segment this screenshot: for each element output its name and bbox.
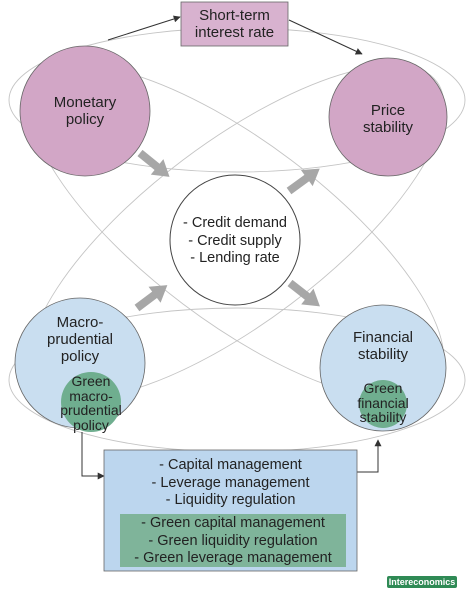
arrow-macro-to-center bbox=[134, 285, 168, 312]
credit-demand-item: - Credit demand bbox=[183, 215, 287, 231]
credit-supply-item: - Credit supply bbox=[188, 232, 282, 249]
green-tools-list: - Green capital management - Green liqui… bbox=[120, 515, 346, 568]
green-financial-stability-label: Green financial stability bbox=[357, 380, 409, 425]
capital-management-item: - Capital management bbox=[159, 457, 302, 473]
short-term-rate-box bbox=[180, 1, 289, 47]
monetary-policy-label: Monetary policy bbox=[53, 94, 117, 128]
green-macroprudential-label: Green macro- prudential policy bbox=[60, 373, 122, 433]
arrow-center-to-price bbox=[286, 168, 320, 195]
green-financial-stability-circle bbox=[359, 380, 407, 428]
monetary-policy-circle bbox=[19, 45, 151, 177]
thick-arrows bbox=[134, 149, 320, 312]
arrow-macro-to-tools bbox=[81, 432, 105, 480]
liquidity-regulation-item: - Liquidity regulation bbox=[165, 492, 296, 508]
short-term-rate-label: Short-term interest rate bbox=[194, 7, 275, 41]
green-capital-management-item: - Green capital management bbox=[141, 515, 325, 531]
financial-stability-circle bbox=[319, 304, 447, 432]
leverage-management-item: - Leverage management bbox=[151, 474, 310, 491]
green-leverage-management-item: - Green leverage management bbox=[134, 550, 332, 566]
arrow-monetary-to-center bbox=[137, 149, 170, 177]
macroprudential-label: Macro- prudential policy bbox=[47, 314, 113, 365]
transmission-list: - Credit demand - Credit supply - Lendin… bbox=[170, 215, 300, 268]
arrow-center-to-financial bbox=[287, 279, 320, 307]
intereconomics-logo: Intereconomics bbox=[387, 576, 457, 588]
transmission-circle bbox=[169, 174, 301, 306]
arrow-tools-to-financial bbox=[357, 439, 382, 473]
price-stability-label: Price stability bbox=[362, 102, 414, 136]
financial-stability-label: Financial stability bbox=[352, 329, 414, 363]
price-stability-circle bbox=[328, 57, 448, 177]
green-macroprudential-circle bbox=[61, 372, 121, 432]
green-tools-box bbox=[120, 514, 346, 567]
green-liquidity-regulation-item: - Green liquidity regulation bbox=[148, 532, 318, 549]
tools-list: - Capital management - Leverage manageme… bbox=[104, 457, 357, 510]
connector-arrows bbox=[81, 15, 382, 480]
lending-rate-item: - Lending rate bbox=[190, 250, 280, 266]
arrow-rate-to-price bbox=[288, 19, 363, 55]
arrow-monetary-to-rate bbox=[107, 15, 181, 41]
